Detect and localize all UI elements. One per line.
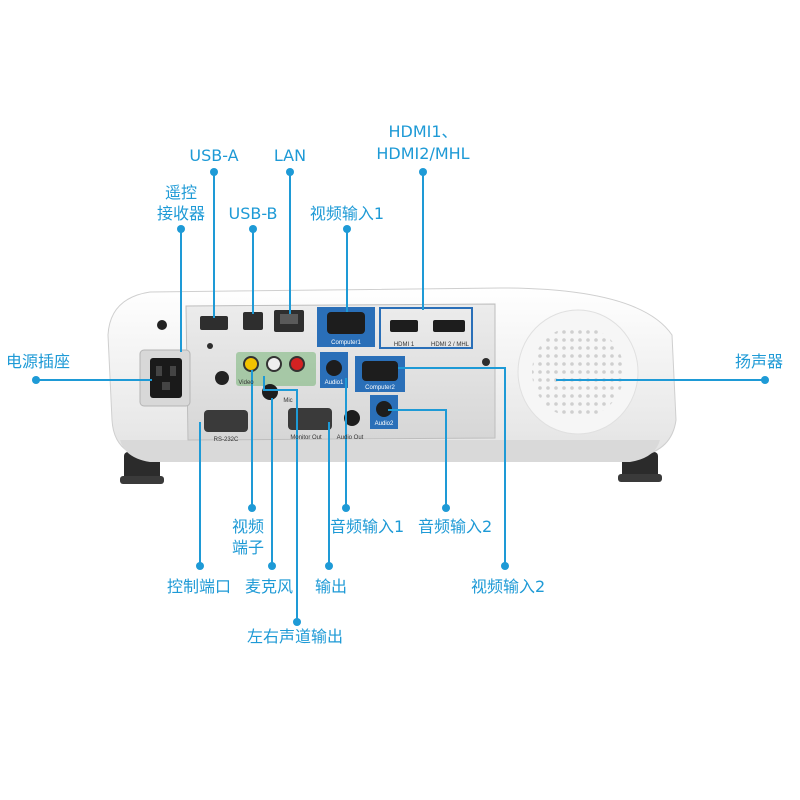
power-socket [150, 358, 182, 398]
monitor-out-port [288, 408, 332, 430]
label-remote-line1: 遥控 [164, 183, 197, 202]
audio2-jack [376, 401, 392, 417]
panel-mic: Mic [283, 398, 292, 404]
label-hdmi-line1: HDMI1、 [388, 122, 458, 141]
hdmi2-port [433, 320, 465, 332]
label-usb-a: USB-A [189, 146, 239, 165]
vga-port-2 [362, 361, 398, 381]
panel-computer2: Computer2 [365, 385, 395, 391]
hdmi-group-frame [379, 307, 473, 349]
panel-audio1: Audio1 [325, 380, 344, 386]
panel-hdmi2: HDMI 2 / MHL [431, 342, 470, 348]
label-speaker: 扬声器 [735, 352, 784, 371]
audio-right-rca-jack [289, 356, 305, 372]
label-microphone: 麦克风 [245, 577, 294, 596]
label-audio-in-2: 音频输入2 [418, 517, 493, 536]
label-control-port: 控制端口 [167, 577, 232, 596]
label-output: 输出 [315, 577, 348, 596]
audio-out-jack [344, 410, 360, 426]
panel-hdmi1: HDMI 1 [394, 342, 415, 348]
label-video-port-line2: 端子 [231, 538, 264, 557]
screw [157, 320, 167, 330]
panel-video: Video [238, 380, 254, 386]
usb-b-port [243, 312, 263, 330]
audio-left-rca-jack [266, 356, 282, 372]
usb-a-port [200, 316, 228, 330]
label-video-port-line1: 视频 [231, 517, 264, 536]
label-hdmi-line2: HDMI2/MHL [376, 144, 470, 163]
label-usb-b: USB-B [228, 204, 278, 223]
label-power-socket: 电源插座 [6, 352, 71, 371]
panel-audio-out: Audio Out [337, 435, 364, 441]
panel-monitor-out: Monitor Out [290, 435, 322, 441]
panel-audio2: Audio2 [375, 421, 394, 427]
panel-computer1: Computer1 [331, 340, 361, 346]
label-video-in-2: 视频输入2 [471, 577, 546, 596]
label-remote-line2: 接收器 [156, 204, 205, 223]
hdmi1-port [390, 320, 418, 332]
rs232c-port [204, 410, 248, 432]
mic-jack [262, 384, 278, 400]
vga-port-1 [327, 312, 365, 334]
label-audio-in-1: 音频输入1 [330, 517, 405, 536]
label-lr-audio-out: 左右声道输出 [247, 627, 344, 646]
leader-dots [32, 168, 769, 626]
leader-lines [36, 172, 765, 622]
audio1-jack [326, 360, 342, 376]
label-lan: LAN [273, 146, 307, 165]
panel-rs232c: RS-232C [214, 437, 239, 443]
label-video-in-1: 视频输入1 [309, 204, 385, 223]
remote-receiver [215, 371, 229, 385]
speaker-grill [517, 309, 639, 435]
